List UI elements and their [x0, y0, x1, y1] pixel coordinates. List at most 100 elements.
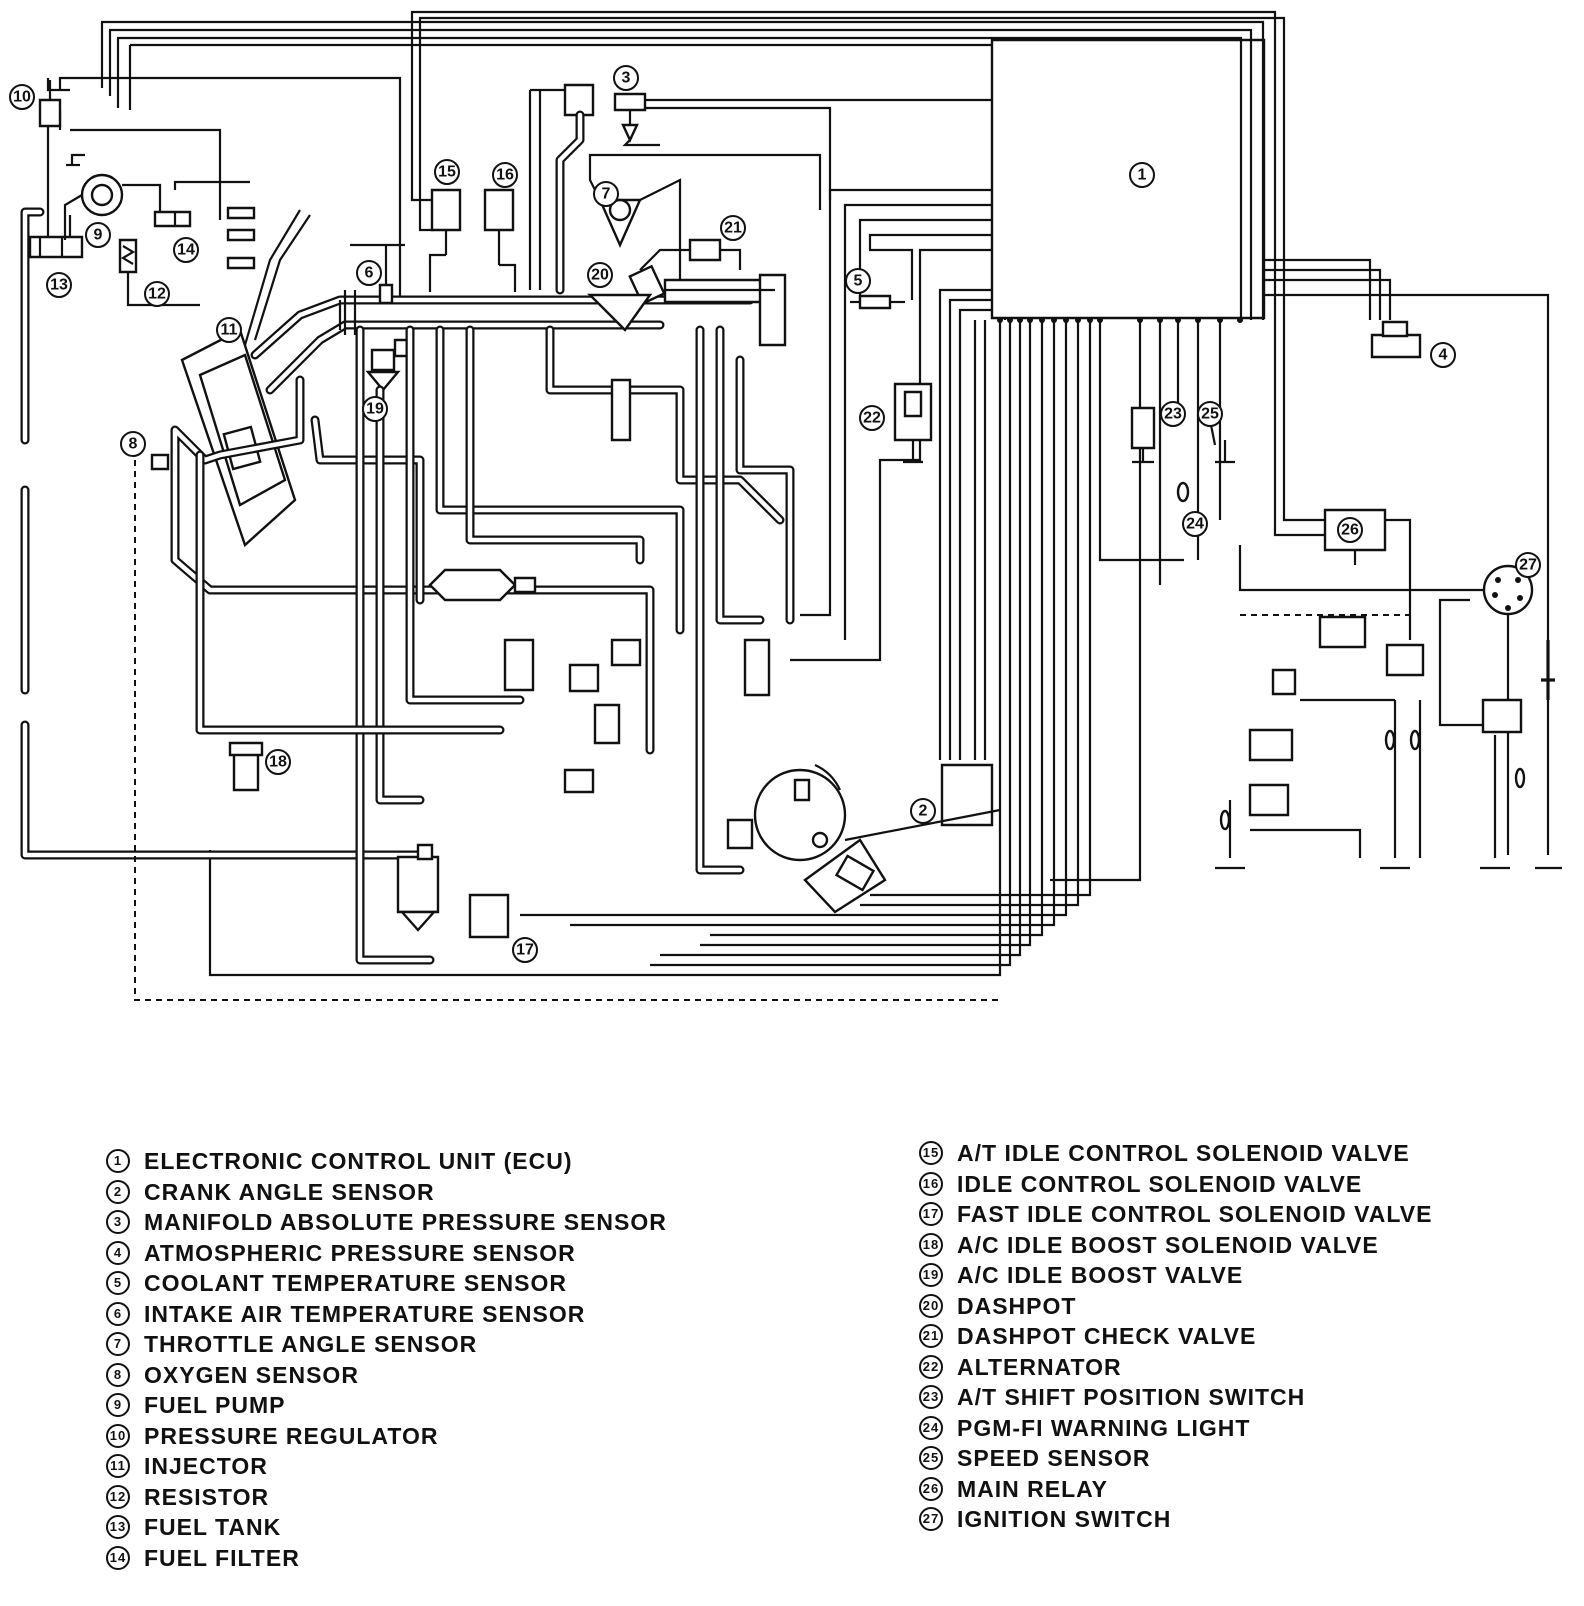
fuel-pump	[65, 155, 160, 240]
svg-text:20: 20	[591, 267, 609, 284]
legend-item: 1 ELECTRONIC CONTROL UNIT (ECU)	[106, 1146, 667, 1177]
svg-text:2: 2	[919, 803, 928, 820]
svg-text:11: 11	[221, 322, 238, 339]
legend-label: FAST IDLE CONTROL SOLENOID VALVE	[957, 1201, 1433, 1227]
svg-text:6: 6	[365, 265, 374, 282]
ac-idle-boost-valve	[365, 340, 409, 392]
svg-text:14: 14	[177, 242, 195, 259]
throttle-angle-sensor	[590, 155, 820, 300]
legend-number: 4	[106, 1240, 130, 1265]
legend-label: MAIN RELAY	[957, 1475, 1108, 1502]
dashpot	[587, 266, 664, 332]
legend-label: FUEL TANK	[144, 1514, 282, 1540]
legend-number: 18	[919, 1232, 943, 1257]
fast-idle-control-solenoid-valve	[470, 895, 508, 937]
legend-number: 14	[106, 1545, 130, 1570]
svg-text:8: 8	[129, 436, 138, 453]
map-connector	[530, 85, 593, 290]
svg-text:1: 1	[1138, 167, 1147, 184]
svg-text:3: 3	[622, 70, 631, 87]
intake-air-temperature-sensor	[350, 245, 405, 303]
svg-text:13: 13	[50, 277, 68, 294]
legend-number: 17	[919, 1202, 943, 1227]
svg-text:23: 23	[1164, 406, 1182, 423]
oxygen-sensor	[135, 455, 1000, 1000]
fuel-filter	[155, 182, 250, 226]
intake-manifold	[255, 290, 750, 390]
svg-text:7: 7	[602, 186, 611, 203]
legend-number: 3	[106, 1210, 130, 1235]
legend-number: 1	[106, 1149, 130, 1174]
svg-text:25: 25	[1201, 406, 1219, 423]
svg-text:18: 18	[269, 754, 287, 771]
coolant-temperature-sensor	[850, 296, 905, 308]
alternator	[895, 384, 931, 462]
at-shift-position-switch	[1132, 408, 1154, 462]
pressure-regulator	[40, 80, 60, 126]
throttle-body	[665, 275, 785, 345]
legend-item: 18 A/C IDLE BOOST SOLENOID VALVE	[919, 1230, 1432, 1261]
ecu-box	[992, 40, 1264, 318]
legend-number: 15	[919, 1141, 943, 1166]
legend-label: ATMOSPHERIC PRESSURE SENSOR	[144, 1239, 576, 1266]
vacuum-hoses	[175, 330, 790, 960]
svg-text:19: 19	[366, 401, 384, 418]
svg-text:9: 9	[94, 227, 103, 244]
svg-text:17: 17	[516, 942, 534, 959]
resistor	[120, 240, 200, 305]
legend-number: 5	[106, 1271, 130, 1296]
legend-label: OXYGEN SENSOR	[144, 1361, 359, 1388]
svg-text:12: 12	[148, 286, 166, 303]
legend-number: 20	[919, 1293, 943, 1318]
svg-text:22: 22	[863, 410, 881, 427]
legend-label: IDLE CONTROL SOLENOID VALVE	[957, 1170, 1363, 1197]
legend-label: THROTTLE ANGLE SENSOR	[144, 1331, 478, 1357]
idle-control-solenoid-valve	[485, 190, 515, 292]
legend-number: 12	[106, 1484, 130, 1509]
legend-label: A/T IDLE CONTROL SOLENOID VALVE	[957, 1140, 1410, 1166]
legend-label: A/C IDLE BOOST SOLENOID VALVE	[957, 1231, 1379, 1258]
fuel-lines	[25, 78, 420, 855]
legend-label: CRANK ANGLE SENSOR	[144, 1178, 435, 1205]
injector-connectors	[228, 208, 254, 268]
harness-top	[102, 12, 1284, 320]
svg-text:10: 10	[13, 89, 31, 106]
legend-label: INJECTOR	[144, 1453, 268, 1479]
fuel-tank	[30, 237, 82, 257]
svg-text:24: 24	[1186, 516, 1204, 533]
legend-item: 17 FAST IDLE CONTROL SOLENOID VALVE	[919, 1199, 1432, 1230]
svg-text:5: 5	[854, 273, 863, 290]
legend-number: 6	[106, 1301, 130, 1326]
legend-label: A/C IDLE BOOST VALVE	[957, 1262, 1244, 1288]
svg-text:27: 27	[1519, 557, 1537, 574]
middle-valves	[505, 380, 769, 848]
legend-label: ELECTRONIC CONTROL UNIT (ECU)	[144, 1148, 573, 1174]
legend-number: 11	[106, 1454, 130, 1479]
legend-number: 22	[919, 1354, 943, 1379]
legend-number: 24	[919, 1415, 943, 1440]
injector-engine	[180, 210, 310, 548]
at-idle-control-solenoid-valve	[430, 190, 460, 292]
legend-number: 7	[106, 1332, 130, 1357]
catalytic-converter	[428, 568, 535, 602]
ecu-left-wires	[790, 190, 992, 760]
